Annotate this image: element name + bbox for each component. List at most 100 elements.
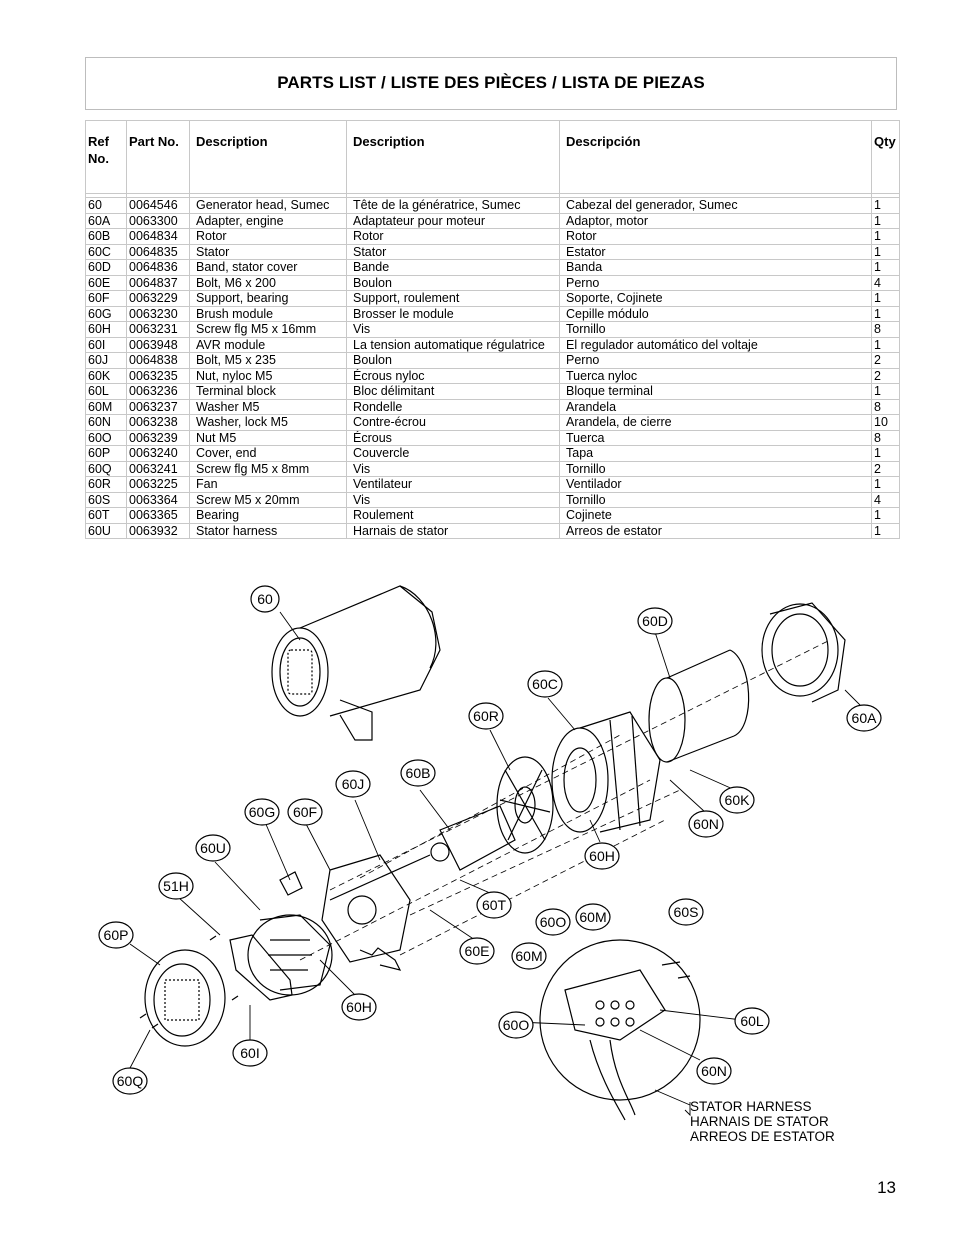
cell-desc-en: Fan	[189, 476, 347, 493]
callout-bubble	[535, 908, 571, 936]
callout-bubble	[734, 1007, 770, 1035]
cell-ref: 60K	[85, 367, 127, 384]
callout-text: 60P	[104, 927, 129, 943]
callout-60m: 60M	[575, 903, 611, 931]
callout-bubble	[335, 770, 371, 798]
callout-60a: 60A	[846, 704, 882, 732]
header-qty: Qty	[871, 120, 900, 194]
band-drawing	[648, 649, 750, 763]
callout-60q: 60Q	[112, 1067, 148, 1095]
callout-60d: 60D	[637, 607, 673, 635]
cell-desc-es: Tapa	[559, 445, 872, 462]
cell-desc-en: Screw M5 x 20mm	[189, 491, 347, 508]
cell-ref: 60S	[85, 491, 127, 508]
cell-desc-fr: Adaptateur pour moteur	[346, 212, 560, 229]
cell-desc-fr: Bloc délimitant	[346, 383, 560, 400]
callout-60o: 60O	[535, 908, 571, 936]
callout-bubble	[158, 872, 194, 900]
cell-desc-fr: Bande	[346, 259, 560, 276]
cell-ref: 60E	[85, 274, 127, 291]
cell-qty: 2	[871, 367, 900, 384]
cell-part: 0063231	[126, 321, 190, 338]
cell-ref: 60P	[85, 445, 127, 462]
cell-desc-es: El regulador automático del voltaje	[559, 336, 872, 353]
cell-desc-es: Arreos de estator	[559, 522, 872, 539]
cell-part: 0063236	[126, 383, 190, 400]
cell-desc-fr: Écrous	[346, 429, 560, 446]
callout-text: 60G	[249, 804, 275, 820]
cell-ref: 60H	[85, 321, 127, 338]
cell-desc-en: Nut, nyloc M5	[189, 367, 347, 384]
end-cover-drawing	[144, 949, 226, 1047]
cell-desc-es: Cabezal del generador, Sumec	[559, 197, 872, 214]
stator-drawing	[551, 711, 661, 833]
page-number: 13	[877, 1178, 896, 1197]
cell-desc-fr: Vis	[346, 491, 560, 508]
callout-60p: 60P	[98, 921, 134, 949]
parts-table: Ref No. Part No. Description Description…	[85, 120, 900, 539]
cell-desc-fr: Vis	[346, 321, 560, 338]
avr-drawing	[229, 934, 293, 1001]
cell-desc-es: Estator	[559, 243, 872, 260]
cell-desc-es: Perno	[559, 274, 872, 291]
cell-part: 0063230	[126, 305, 190, 322]
callout-text: 60M	[515, 948, 542, 964]
cell-desc-es: Tornillo	[559, 460, 872, 477]
callout-60l: 60L	[734, 1007, 770, 1035]
cell-part: 0063237	[126, 398, 190, 415]
callout-text: 60D	[642, 613, 668, 629]
cell-qty: 2	[871, 460, 900, 477]
cell-qty: 1	[871, 336, 900, 353]
callout-bubble	[232, 1039, 268, 1067]
cell-desc-es: Banda	[559, 259, 872, 276]
cell-desc-fr: Brosser le module	[346, 305, 560, 322]
cell-desc-en: Screw flg M5 x 8mm	[189, 460, 347, 477]
cell-desc-en: AVR module	[189, 336, 347, 353]
cell-part: 0064835	[126, 243, 190, 260]
cell-desc-es: Cepille módulo	[559, 305, 872, 322]
cell-qty: 1	[871, 259, 900, 276]
cell-desc-en: Brush module	[189, 305, 347, 322]
cell-part: 0063300	[126, 212, 190, 229]
header-part: Part No.	[126, 120, 190, 194]
cell-qty: 1	[871, 305, 900, 322]
callout-bubble	[584, 842, 620, 870]
harness-label: STATOR HARNESS HARNAIS DE STATOR ARREOS …	[690, 1099, 835, 1144]
harness-label-fr: HARNAIS DE STATOR	[690, 1114, 829, 1129]
callout-text: 51H	[163, 878, 189, 894]
cell-desc-es: Ventilador	[559, 476, 872, 493]
cell-qty: 4	[871, 491, 900, 508]
callout-60n: 60N	[696, 1057, 732, 1085]
cell-qty: 1	[871, 212, 900, 229]
cell-desc-fr: Stator	[346, 243, 560, 260]
callout-bubble	[468, 702, 504, 730]
cell-desc-fr: Tête de la génératrice, Sumec	[346, 197, 560, 214]
callout-bubble	[400, 759, 436, 787]
cell-desc-fr: Écrous nyloc	[346, 367, 560, 384]
generator-head-drawing	[271, 585, 441, 741]
cell-part: 0063239	[126, 429, 190, 446]
cell-ref: 60D	[85, 259, 127, 276]
cell-desc-fr: Roulement	[346, 507, 560, 524]
cell-desc-en: Washer, lock M5	[189, 414, 347, 431]
callout-text: 60L	[740, 1013, 764, 1029]
cell-desc-es: Cojinete	[559, 507, 872, 524]
cell-part: 0063240	[126, 445, 190, 462]
cell-ref: 60O	[85, 429, 127, 446]
callout-60n: 60N	[688, 810, 724, 838]
cell-part: 0064838	[126, 352, 190, 369]
cell-qty: 8	[871, 429, 900, 446]
callout-60k: 60K	[719, 786, 755, 814]
cell-desc-fr: Rondelle	[346, 398, 560, 415]
